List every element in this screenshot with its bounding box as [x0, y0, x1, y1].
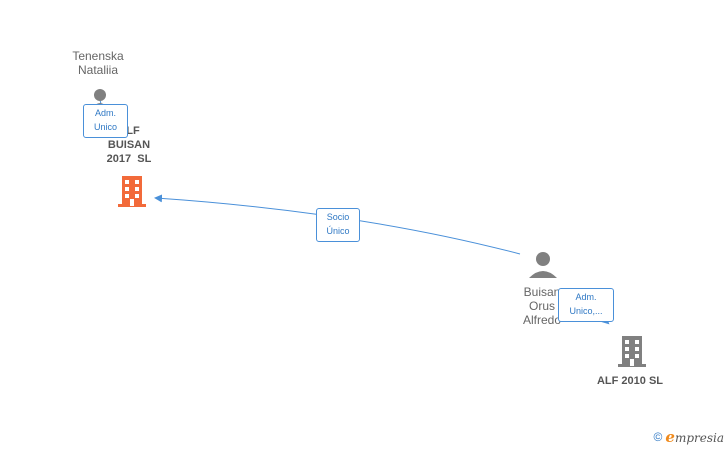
person-icon[interactable]	[528, 250, 558, 278]
company-name-line2: BUISAN	[107, 139, 151, 151]
edge-label-line1: Adm.	[94, 108, 116, 118]
person-name-line2: Orus	[528, 299, 555, 313]
person-name-line3: Alfredo	[522, 313, 562, 327]
edge-label-line2: Unico,...	[569, 306, 603, 316]
person-name-line1: Tenenska	[72, 49, 124, 63]
edge-label-line2: Único	[326, 226, 350, 236]
copyright-icon: ©	[653, 430, 663, 444]
edge-label-adm-unico[interactable]: Adm. Unico	[83, 104, 128, 138]
edge-label-line1: Socio	[326, 212, 350, 222]
edge-label-adm-unico-multi[interactable]: Adm. Unico,...	[558, 288, 614, 322]
person-buisan-orus-label[interactable]: Buisan Orus Alfredo	[506, 285, 578, 327]
building-icon-highlighted[interactable]	[116, 174, 148, 208]
building-icon[interactable]	[616, 334, 648, 368]
edge-label-line1: Adm.	[575, 292, 597, 302]
edge-label-line2: Unico	[93, 122, 117, 132]
person-name-line2: Nataliia	[77, 63, 119, 77]
company-name-line3: 2017 SL	[106, 153, 152, 165]
footer-brand: © empresia	[654, 428, 724, 446]
person-name-line1: Buisan	[523, 285, 561, 299]
empresia-logo: empresia	[665, 428, 724, 446]
company-alf-2010-label[interactable]: ALF 2010 SL	[596, 375, 664, 387]
company-buisan-2017-label[interactable]: ALF BUISAN 2017 SL	[94, 124, 164, 166]
edge-label-socio-unico[interactable]: Socio Único	[316, 208, 360, 242]
person-tenenska-label[interactable]: Tenenska Nataliia	[58, 49, 138, 77]
